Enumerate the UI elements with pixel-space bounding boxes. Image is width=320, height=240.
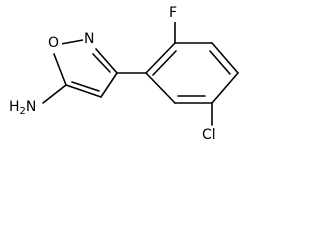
bond-ph-c1-c2 xyxy=(145,42,176,74)
bond-ph-c6-c1 xyxy=(145,72,176,104)
bond-c3-n-inner xyxy=(92,53,111,73)
nitrogen-label-mask xyxy=(83,30,97,48)
phenyl-ring xyxy=(145,42,239,104)
isoxazole-ring xyxy=(53,39,118,98)
bond-ph-c3-c4-inner xyxy=(209,50,231,75)
halogen-bonds xyxy=(174,21,213,126)
bond-c5-c4-inner xyxy=(71,81,100,92)
amine-label: H2N xyxy=(9,99,36,117)
bond-ph-c1-c2-inner xyxy=(152,50,177,76)
bond-c5-nh2 xyxy=(42,84,67,104)
bond-o-n xyxy=(60,39,84,45)
substituent-bonds xyxy=(42,72,147,104)
bond-c3-n xyxy=(95,48,118,74)
bond-ph-c4-c5 xyxy=(211,72,239,104)
bond-o-c5 xyxy=(53,53,67,86)
fluorine-label: F xyxy=(169,5,177,21)
chlorine-label: Cl xyxy=(202,127,216,143)
chemical-structure-diagram: O N F Cl H2N xyxy=(9,4,239,144)
oxygen-label: O xyxy=(48,35,59,51)
bond-c5-c4 xyxy=(65,84,102,98)
atom-labels: O N F Cl H2N xyxy=(9,4,226,144)
bond-ph-c3-c4 xyxy=(211,42,239,74)
nitrogen-label: N xyxy=(84,31,94,47)
oxygen-label-mask xyxy=(48,34,62,52)
fluorine-label-mask xyxy=(168,4,182,22)
chlorine-label-mask xyxy=(202,126,226,144)
amine-label-mask xyxy=(9,97,42,116)
bond-c4-c3 xyxy=(100,72,118,98)
